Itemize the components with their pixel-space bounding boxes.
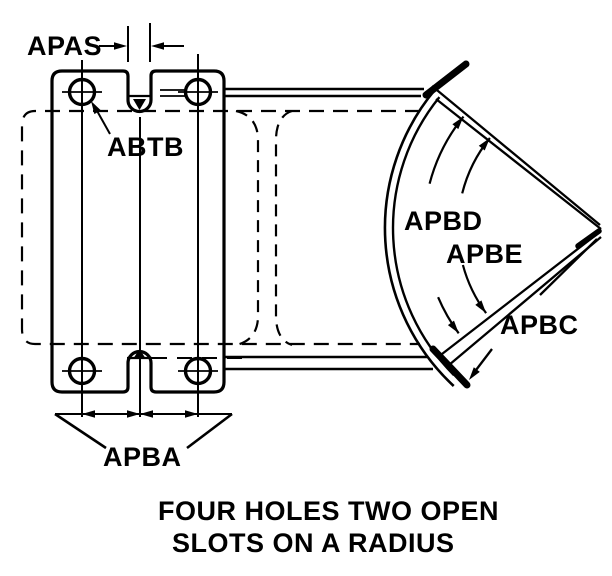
apas-dimension: APAS [27, 23, 184, 62]
bottom-end-cap [429, 345, 471, 389]
vertex-fill [575, 228, 602, 249]
caption-line2: SLOTS ON A RADIUS [172, 528, 455, 558]
slot-through-edges [127, 94, 152, 360]
caption: FOUR HOLES TWO OPEN SLOTS ON A RADIUS [158, 496, 499, 558]
top-end-cap [422, 60, 470, 99]
apba-dimension: APBA [54, 410, 233, 472]
radius-lines [431, 85, 602, 366]
abtb-callout: ABTB [91, 101, 184, 162]
plate-outline [50, 69, 226, 394]
apba-label: APBA [103, 442, 182, 472]
apbe-dimension: APBE [446, 137, 523, 314]
flange-edge-lines [225, 87, 433, 371]
abtb-label: ABTB [107, 132, 184, 162]
apbc-label: APBC [500, 310, 579, 340]
radius-side-view: APBD APBE APBC [383, 60, 602, 389]
apas-label: APAS [27, 31, 102, 61]
apbd-dimension: APBD [404, 115, 483, 334]
apbe-label: APBE [446, 239, 523, 269]
apbc-dimension: APBC [469, 238, 598, 380]
apbd-label: APBD [404, 206, 483, 236]
caption-line1: FOUR HOLES TWO OPEN [158, 496, 499, 526]
plate-front-view [20, 54, 420, 417]
centerlines [81, 54, 199, 417]
inner-arc [391, 96, 455, 376]
outer-arc [383, 88, 455, 387]
